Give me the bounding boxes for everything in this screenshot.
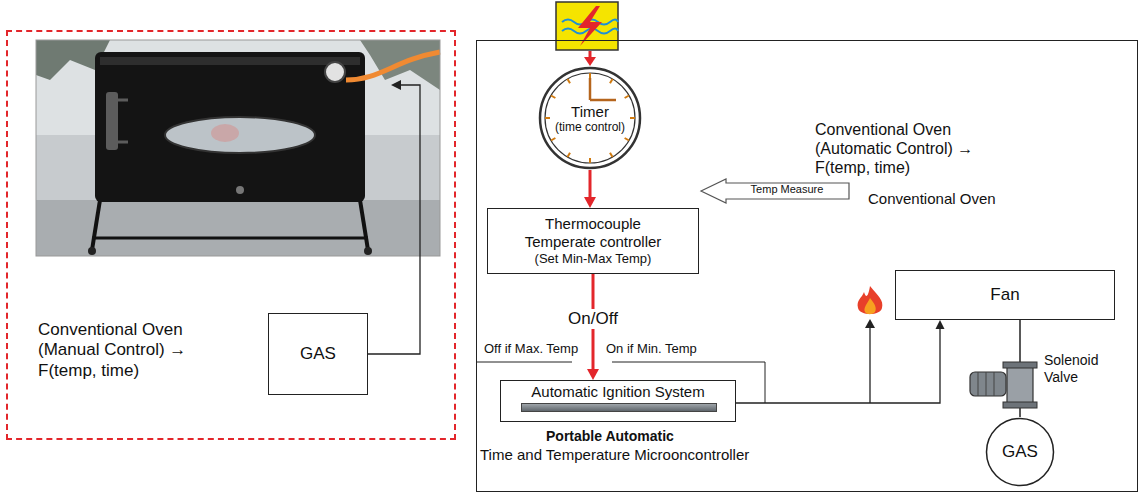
node-text: Timer [538,103,642,121]
clock-tick [589,158,591,163]
annotation-label: On if Min. Temp [606,341,697,357]
timer-circle: Timer(time control) [538,66,642,170]
arrow-head [584,197,596,208]
node-text: (Set Min-Max Temp) [535,251,652,267]
node-text: Automatic Ignition System [501,383,735,401]
annotation-label: Solenoid Valve [1044,352,1114,386]
node-text: GAS [300,344,336,364]
oven-photo [346,52,440,80]
edge-label: On/Off [565,309,621,329]
oven-photo [36,40,440,256]
node-text: Temp Measure [728,183,846,196]
node-text: Fan [990,285,1019,305]
switch-wires [477,362,572,363]
controller-box: Thermocouple Temperate controller(Set Mi… [487,208,699,274]
connector [589,170,592,198]
circle-outline [987,419,1054,486]
power-icon [556,2,618,66]
solenoid-valve-symbol [1003,402,1037,408]
oven-photo [106,92,118,150]
clock-tick [610,79,613,83]
gas-feed-arrow [368,80,420,354]
node-text: Thermocouple Temperate controller [516,215,671,251]
oven-photo [364,247,372,255]
node-text: Time and Temperature Microoncontroller [480,446,749,464]
annotation-label: Off if Max. Temp [484,341,578,357]
solenoid-valve-symbol [986,372,987,396]
oven-photo [325,62,345,82]
power-icon [556,2,618,50]
hollow-arrow [701,179,849,203]
gas-box: GAS [268,313,368,395]
clock-tick [589,73,591,78]
oven-photo [36,40,440,256]
ignition-box: Automatic Ignition System [500,380,736,422]
ignition-bar [521,403,717,412]
clock-tick [610,153,613,157]
gas-circle: GAS [985,417,1055,487]
gas-feed-arrow [368,85,420,354]
gas-feed-arrow [391,80,401,90]
clock-tick [630,117,635,119]
clock-tick [551,138,555,141]
flame-feed [864,298,875,314]
node-text: Portable Automatic [546,428,674,445]
arrow-head [587,369,599,380]
clock-hand [590,99,616,102]
fan-box: Fan [895,270,1115,320]
clock-hand [589,78,592,100]
node-text: Conventional Oven (Manual Control) → F(t… [38,320,243,381]
clock-tick [551,96,555,99]
oven-photo [165,117,315,153]
solenoid-valve-symbol [978,372,979,396]
power-icon [589,51,592,58]
temp-measure-arrow: Temp Measure [700,178,850,204]
clock-tick [568,79,571,83]
node-text: GAS [1002,442,1038,462]
oven-photo [36,40,440,256]
oven-photo [118,141,128,144]
oven-photo [92,200,100,250]
arrow-head [936,320,945,329]
flame-feed [858,286,883,314]
oven-photo [92,237,368,240]
oven-photo [36,200,440,256]
power-icon [584,57,596,66]
oven-photo [118,99,128,102]
oven-photo [100,57,360,65]
solenoid-valve-symbol [970,372,1006,396]
automatic-oven-region: Conventional Oven (Automatic Control) → … [476,40,1138,492]
oven-photo [360,200,368,250]
node-text: Conventional Oven (Automatic Control) → … [815,120,1005,178]
manual-oven-region: Conventional Oven (Manual Control) → F(t… [6,30,456,440]
flame-feed [865,319,875,328]
clock-tick [568,153,571,157]
flame-feed [869,326,870,403]
oven-photo [95,52,365,202]
oven-photo [211,124,239,142]
node-text: Conventional Oven [868,190,996,208]
oven-photo [236,186,244,194]
clock-tick [545,117,550,119]
clock-tick [625,96,629,99]
oven-photo [88,247,96,255]
solenoid-valve-symbol [1007,366,1033,404]
solenoid-valve-symbol [1003,362,1037,368]
solenoid-valve-symbol [994,372,995,396]
solenoid-valve-symbol [970,362,1037,408]
clock-tick [625,138,629,141]
flame-feed [858,286,883,403]
connector [736,328,940,403]
node-text: (time control) [538,120,642,134]
